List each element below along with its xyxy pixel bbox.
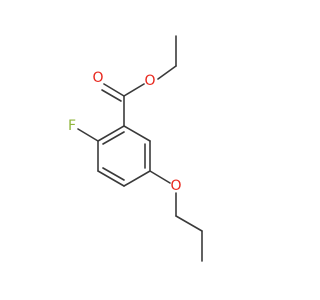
ring-bond-c6-c1: [97, 125, 125, 142]
structure-canvas: O O F O: [67, 35, 203, 262]
bond-c3-ether-o: [149, 170, 171, 184]
ester-oxygen-label: O: [144, 73, 155, 89]
bond-propyl-c1-c2: [175, 215, 203, 232]
ring-bond-c4-c5: [97, 170, 125, 187]
bond-carbonyl-ester-o: [123, 83, 145, 97]
ether-oxygen-label: O: [170, 178, 181, 194]
bond-c6-f: [77, 128, 99, 142]
bond-ester-o-ch2: [157, 65, 177, 80]
ring-bond-c4-c5-inner: [102, 167, 125, 181]
ring-bond-c1-c2: [123, 125, 151, 142]
ring-bond-c6-c1-inner: [102, 131, 125, 145]
ring-bond-c3-c4: [123, 170, 151, 187]
bond-carbonyl-double-b: [101, 89, 122, 102]
bond-carbonyl-double-a: [103, 83, 125, 97]
fluorine-label: F: [68, 118, 76, 134]
molecule-structure: O O F O: [68, 35, 203, 262]
carbonyl-oxygen-label: O: [92, 70, 103, 86]
